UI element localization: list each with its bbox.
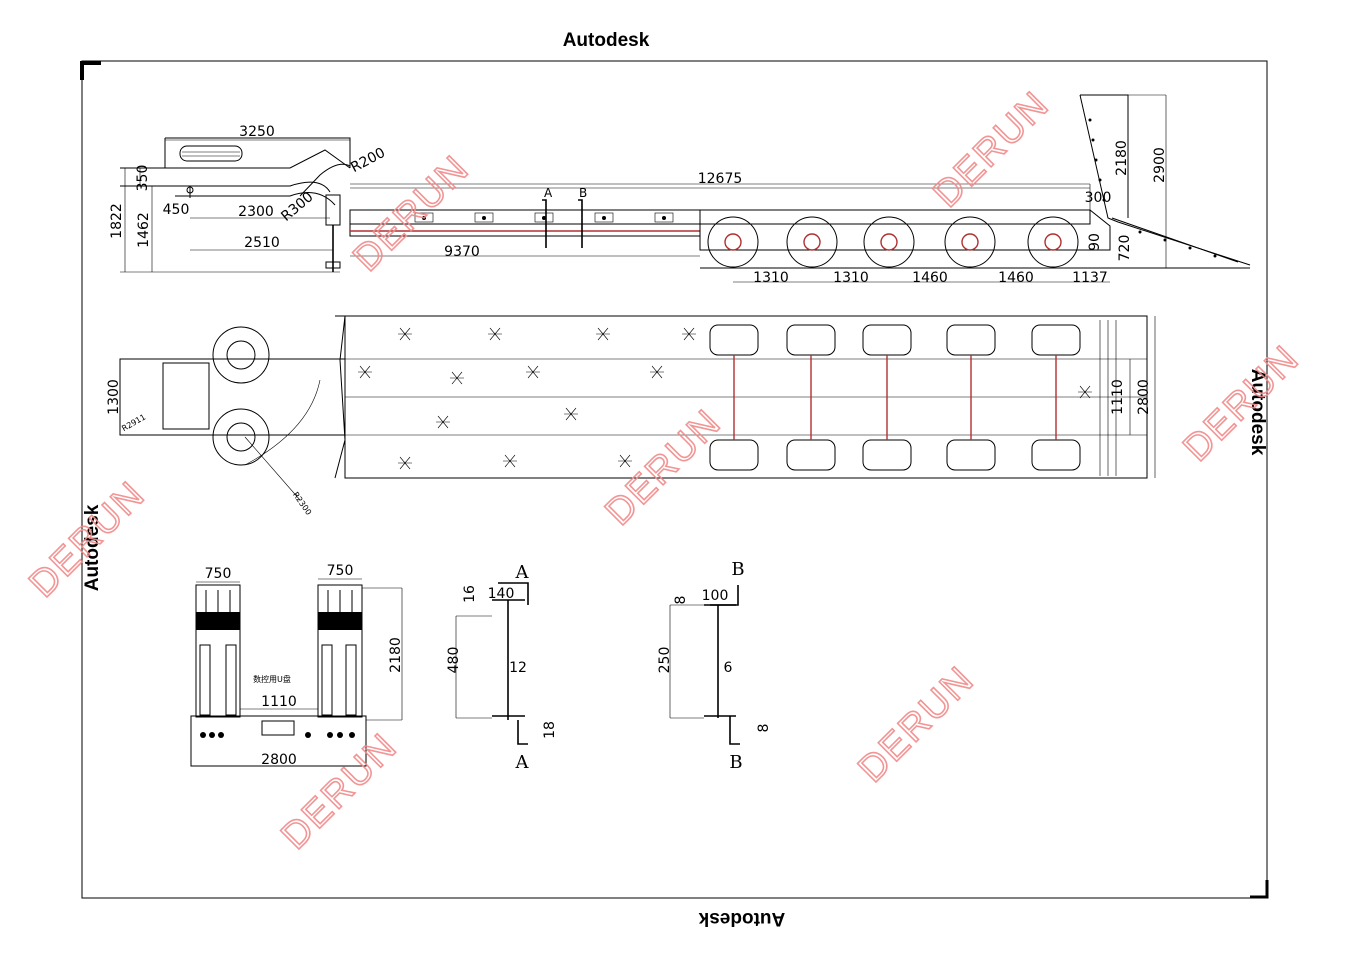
svg-text:B: B [729,752,742,773]
svg-text:A: A [515,752,530,773]
svg-text:2900: 2900 [1152,147,1168,183]
svg-text:1310: 1310 [753,270,789,286]
svg-text:B: B [731,559,744,580]
svg-text:2180: 2180 [1114,140,1130,176]
stamp-bottom: Autodesk [698,908,785,929]
svg-text:8: 8 [673,596,689,605]
svg-text:480: 480 [446,647,462,674]
svg-text:750: 750 [205,566,232,582]
section-a: A A 140 16 480 12 18 [446,562,558,773]
svg-text:750: 750 [327,563,354,579]
svg-text:1460: 1460 [912,270,948,286]
svg-text:R200: R200 [348,145,388,176]
svg-text:350: 350 [135,165,151,192]
svg-text:1137: 1137 [1072,270,1108,286]
svg-text:2180: 2180 [388,637,404,673]
deck-stars [358,327,1092,470]
svg-text:B: B [579,186,587,200]
svg-text:A: A [544,186,553,200]
derun-watermark: DERUN [850,658,982,790]
svg-text:90: 90 [1087,233,1103,251]
svg-text:2800: 2800 [261,752,297,768]
svg-text:1460: 1460 [998,270,1034,286]
svg-text:1110: 1110 [1110,379,1126,415]
rear-view: 750 750 2180 1110 2800 数控用U盘 [190,563,404,768]
svg-text:R2911: R2911 [120,412,147,433]
svg-text:2300: 2300 [238,204,274,220]
derun-watermark: DERUN [597,401,729,533]
svg-text:12: 12 [509,660,527,676]
svg-text:数控用U盘: 数控用U盘 [253,674,291,684]
svg-text:16: 16 [462,585,478,603]
svg-text:R300: R300 [278,189,316,225]
svg-text:1310: 1310 [833,270,869,286]
svg-text:18: 18 [542,721,558,739]
svg-text:12675: 12675 [698,171,743,187]
watermarks: DERUN DERUN DERUN DERUN DERUN DERUN DERU… [21,83,1309,859]
section-b: B B 100 8 250 6 8 [657,559,772,773]
svg-text:1822: 1822 [109,203,125,239]
svg-text:A: A [515,562,530,583]
svg-text:2800: 2800 [1136,379,1152,415]
svg-text:1110: 1110 [261,694,297,710]
svg-text:300: 300 [1085,190,1112,206]
svg-text:140: 140 [488,586,515,602]
derun-watermark: DERUN [1175,337,1307,469]
derun-watermark: DERUN [273,725,405,857]
frame-corner-mark-br [1250,880,1269,899]
svg-text:720: 720 [1117,235,1133,262]
svg-text:3250: 3250 [239,124,275,140]
svg-text:250: 250 [657,647,673,674]
side-view: A B [109,94,1251,286]
tire-groups [709,324,1081,471]
stamp-right: Autodesk [1247,369,1268,456]
svg-text:9370: 9370 [444,244,480,260]
svg-text:100: 100 [702,588,729,604]
drawing-frame [81,60,1268,899]
svg-text:1462: 1462 [136,212,152,248]
derun-watermark: DERUN [925,83,1057,215]
stamp-top: Autodesk [563,30,650,51]
svg-text:450: 450 [163,202,190,218]
svg-text:R2300: R2300 [291,490,313,516]
svg-text:2510: 2510 [244,235,280,251]
axle-group [707,216,1079,268]
frame-corner-mark [80,61,101,80]
svg-text:6: 6 [724,660,733,676]
stamp-left: Autodesk [82,504,103,591]
svg-text:8: 8 [756,724,772,733]
svg-text:1300: 1300 [106,379,122,415]
